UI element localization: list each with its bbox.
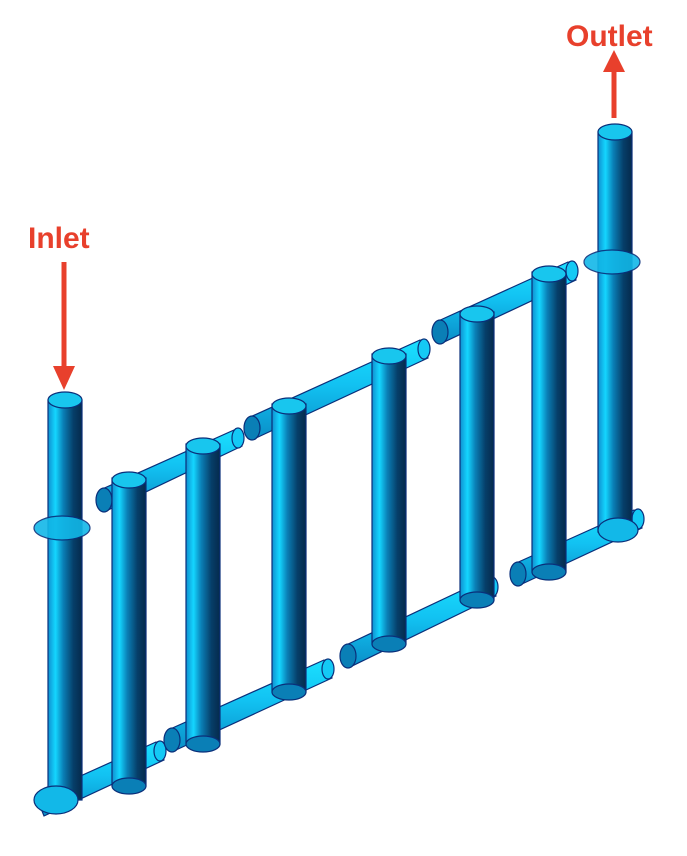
outlet-pipe (583, 123, 641, 543)
inlet-pipe (33, 391, 91, 815)
branch-pipe (371, 347, 407, 653)
branch-pipe (271, 397, 307, 701)
outlet-arrow (603, 50, 625, 118)
outlet-label: Outlet (566, 20, 653, 53)
branch-pipe (531, 265, 567, 581)
branch-pipe (459, 305, 495, 609)
branch-pipe (111, 471, 147, 795)
inlet-label: Inlet (28, 222, 90, 255)
inlet-arrow (53, 262, 75, 390)
branch-pipe (185, 437, 221, 753)
